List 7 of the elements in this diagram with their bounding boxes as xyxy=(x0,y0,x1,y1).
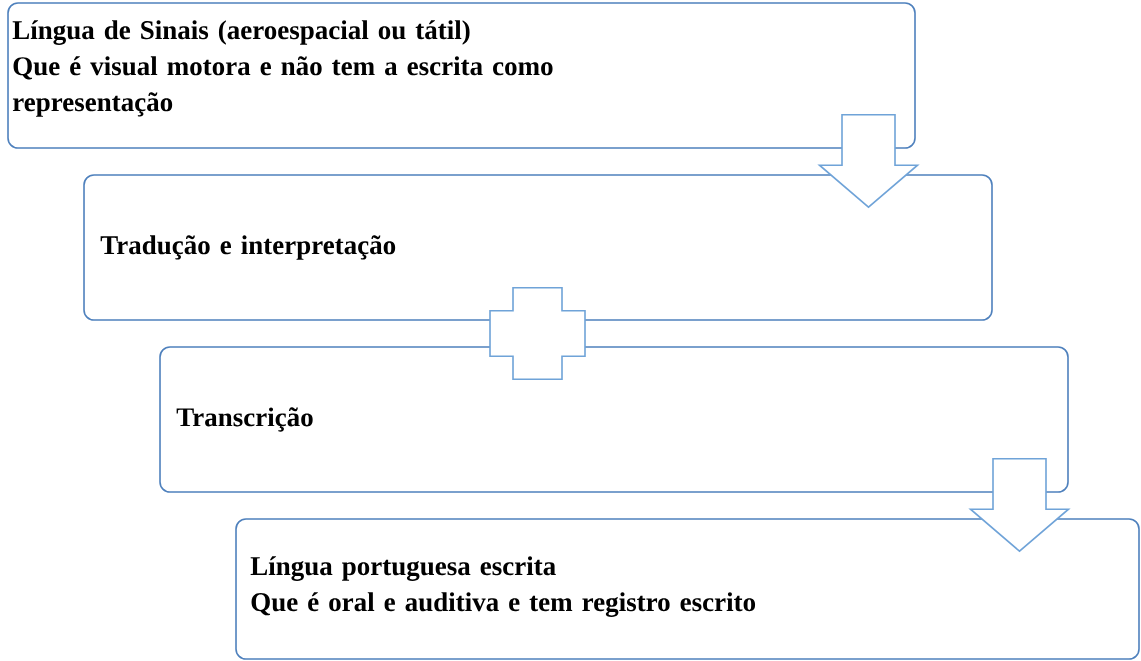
process-box: Língua de Sinais (aeroespacial ou tátil) Que é visual motora e não tem a escrita como representação xyxy=(7,2,916,149)
block-arrow xyxy=(968,458,1071,553)
process-box: Língua portuguesa escrita Que é oral e auditiva e tem registro escrito xyxy=(235,518,1140,660)
process-box: Transcrição xyxy=(159,346,1069,493)
block-arrow xyxy=(817,114,920,209)
process-box: Tradução e interpretação xyxy=(83,174,993,321)
cross-connector xyxy=(489,287,586,380)
